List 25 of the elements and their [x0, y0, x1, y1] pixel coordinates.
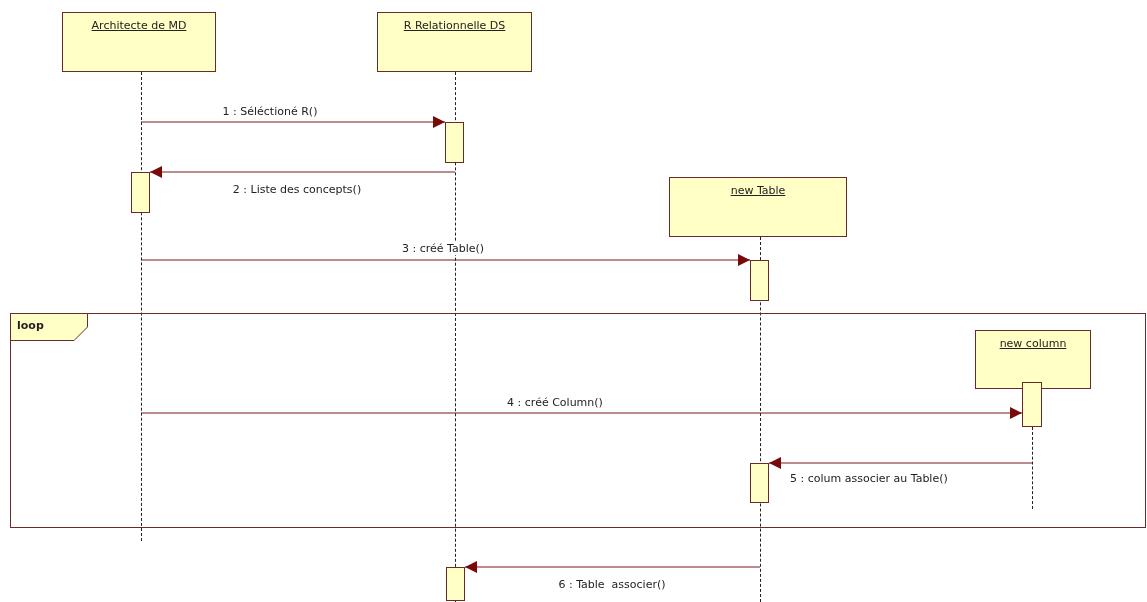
- edge-label: 2 : Liste des concepts(): [230, 183, 364, 196]
- loop-frame: [10, 313, 1146, 528]
- activation-bar: [750, 463, 769, 503]
- edge-label: 6 : Table associer(): [556, 578, 668, 591]
- message-arrow: [768, 457, 1033, 469]
- edge-label: 5 : colum associer au Table(): [788, 472, 950, 485]
- edge-label: 4 : créé Column(): [505, 396, 605, 409]
- activation-bar: [1022, 382, 1042, 427]
- frame-label: loop: [17, 319, 44, 332]
- edge-label: 3 : créé Table(): [399, 242, 487, 255]
- activation-bar: [446, 567, 465, 601]
- lifeline-box: new column: [975, 330, 1091, 389]
- lifeline-box: new Table: [669, 177, 847, 237]
- activation-bar: [445, 122, 464, 163]
- edge-label: 1 : Séléctioné R(): [220, 105, 320, 118]
- message-arrow: [140, 116, 446, 128]
- lifeline-box: R Relationnelle DS: [377, 12, 532, 72]
- message-arrow: [140, 407, 1023, 419]
- message-arrow: [149, 166, 456, 178]
- activation-bar: [750, 260, 769, 301]
- message-arrow: [140, 254, 751, 266]
- message-arrow: [464, 561, 761, 573]
- activation-bar: [131, 172, 150, 213]
- lifeline-box: Architecte de MD: [62, 12, 216, 72]
- lifeline: [1032, 427, 1033, 509]
